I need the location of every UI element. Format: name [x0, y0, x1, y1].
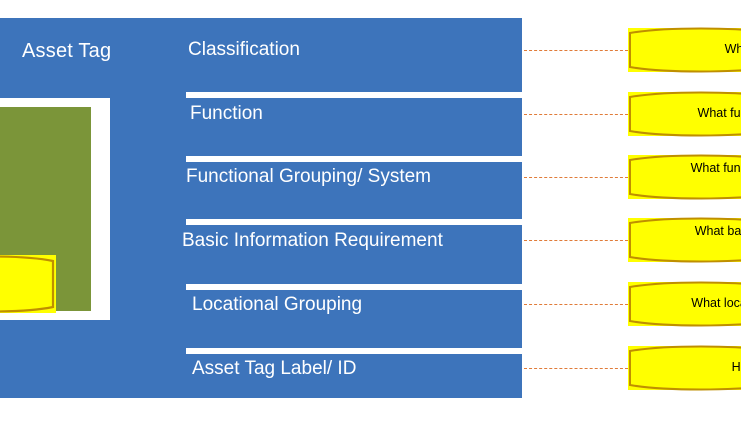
- connector-line-classification: [524, 50, 628, 51]
- sticky-note-text: What function do: [690, 161, 741, 176]
- sticky-note-shape-icon: [0, 255, 55, 313]
- green-box-text: aterial, vice or: [0, 129, 54, 178]
- green-callout-box: aterial, vice or hing nction?: [0, 107, 91, 313]
- connector-line-basic-info: [524, 240, 628, 241]
- row-label-function: Function: [190, 103, 263, 124]
- sticky-note-functional-grouping: What function do: [628, 154, 741, 200]
- sticky-note-text: What ty: [724, 42, 741, 57]
- row-separator: [186, 348, 522, 354]
- connector-line-locational: [524, 304, 628, 305]
- connector-line-asset-tag-label: [524, 368, 628, 369]
- sticky-note-shape-icon: [629, 154, 741, 200]
- asset-tag-panel: Asset Tag Classification Function Functi…: [0, 18, 522, 398]
- row-separator: [186, 156, 522, 162]
- sticky-note-function: What functio: [628, 91, 741, 137]
- sticky-note-shape-icon: [629, 281, 741, 327]
- sticky-note-text: How a: [731, 360, 741, 375]
- row-label-basic-information-requirement: Basic Information Requirement: [182, 230, 443, 251]
- sticky-note-shape-icon: [629, 217, 741, 263]
- sticky-note-shape-icon: [629, 91, 741, 137]
- row-separator: [186, 219, 522, 225]
- sticky-note-text: What location: [691, 296, 741, 311]
- sticky-note-asset-tag-label: How a: [628, 345, 741, 391]
- sticky-note-text: hing nction?: [0, 268, 56, 299]
- sticky-note-text: What basic d at: [694, 224, 741, 239]
- row-label-asset-tag-label-id: Asset Tag Label/ ID: [192, 358, 357, 379]
- row-label-classification: Classification: [188, 39, 300, 60]
- sticky-note-locational: What location: [628, 281, 741, 327]
- row-separator: [186, 92, 522, 98]
- connector-line-functional-grouping: [524, 177, 628, 178]
- row-label-locational-grouping: Locational Grouping: [192, 294, 363, 315]
- sticky-note-basic-info: What basic d at: [628, 217, 741, 263]
- sticky-note-classification: What ty: [628, 27, 741, 73]
- sticky-note-text: What functio: [697, 106, 741, 121]
- connector-line-function: [524, 114, 628, 115]
- page-title: Asset Tag: [22, 40, 112, 62]
- sticky-note-green-box: hing nction?: [0, 255, 56, 313]
- row-separator: [186, 284, 522, 290]
- row-label-functional-grouping-system: Functional Grouping/ System: [186, 166, 432, 187]
- sticky-note-shape-icon: [629, 27, 741, 73]
- sticky-note-shape-icon: [629, 345, 741, 391]
